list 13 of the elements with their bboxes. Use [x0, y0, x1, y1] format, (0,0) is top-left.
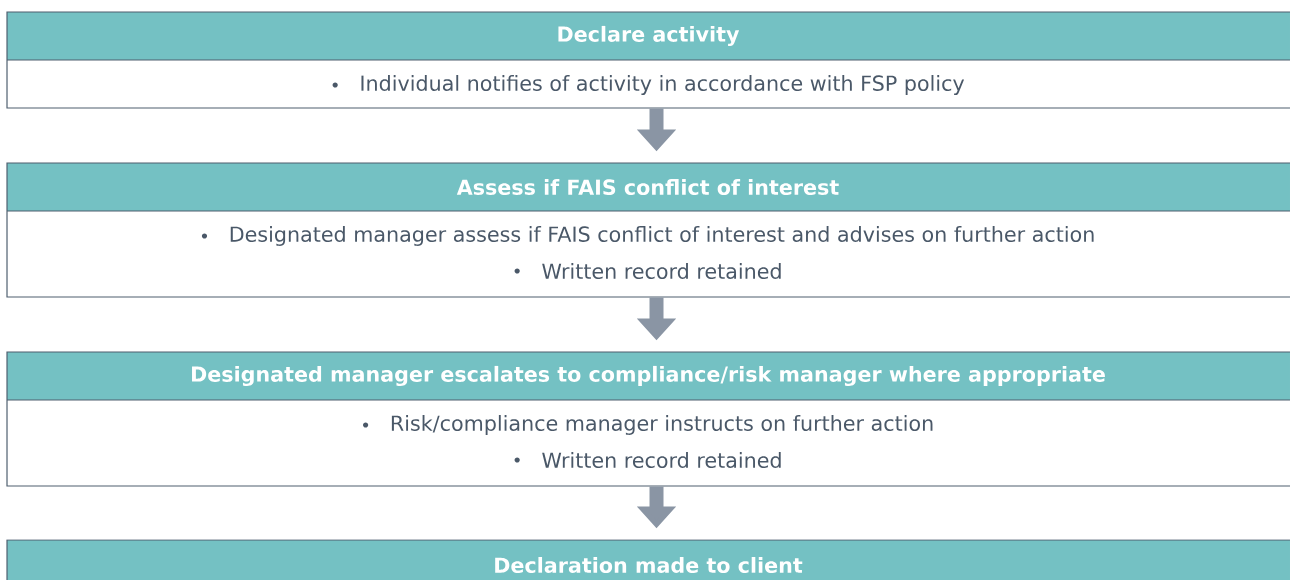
heading: Declaration made to client	[495, 557, 803, 573]
process-box	[6, 162, 1290, 298]
bullet-item: Risk/compliance manager instructs on further action	[363, 415, 933, 435]
process-box	[6, 11, 1290, 109]
bullet-item: Individual notifies of activity in accordance with FSP policy	[332, 75, 965, 95]
heading: Assess if FAIS conflict of interest	[456, 179, 839, 195]
process-box	[6, 539, 1290, 580]
heading: Declare activity	[558, 25, 740, 47]
bullet-item: Written record retained	[514, 263, 781, 279]
bullet-item: Written record retained	[514, 452, 781, 468]
heading: Designated manager escalates to compliance/risk manager where appropriate	[192, 365, 1105, 387]
process-box	[6, 351, 1290, 487]
bullet-item: Designated manager assess if FAIS conflict of interest and advises on further action	[201, 226, 1094, 246]
